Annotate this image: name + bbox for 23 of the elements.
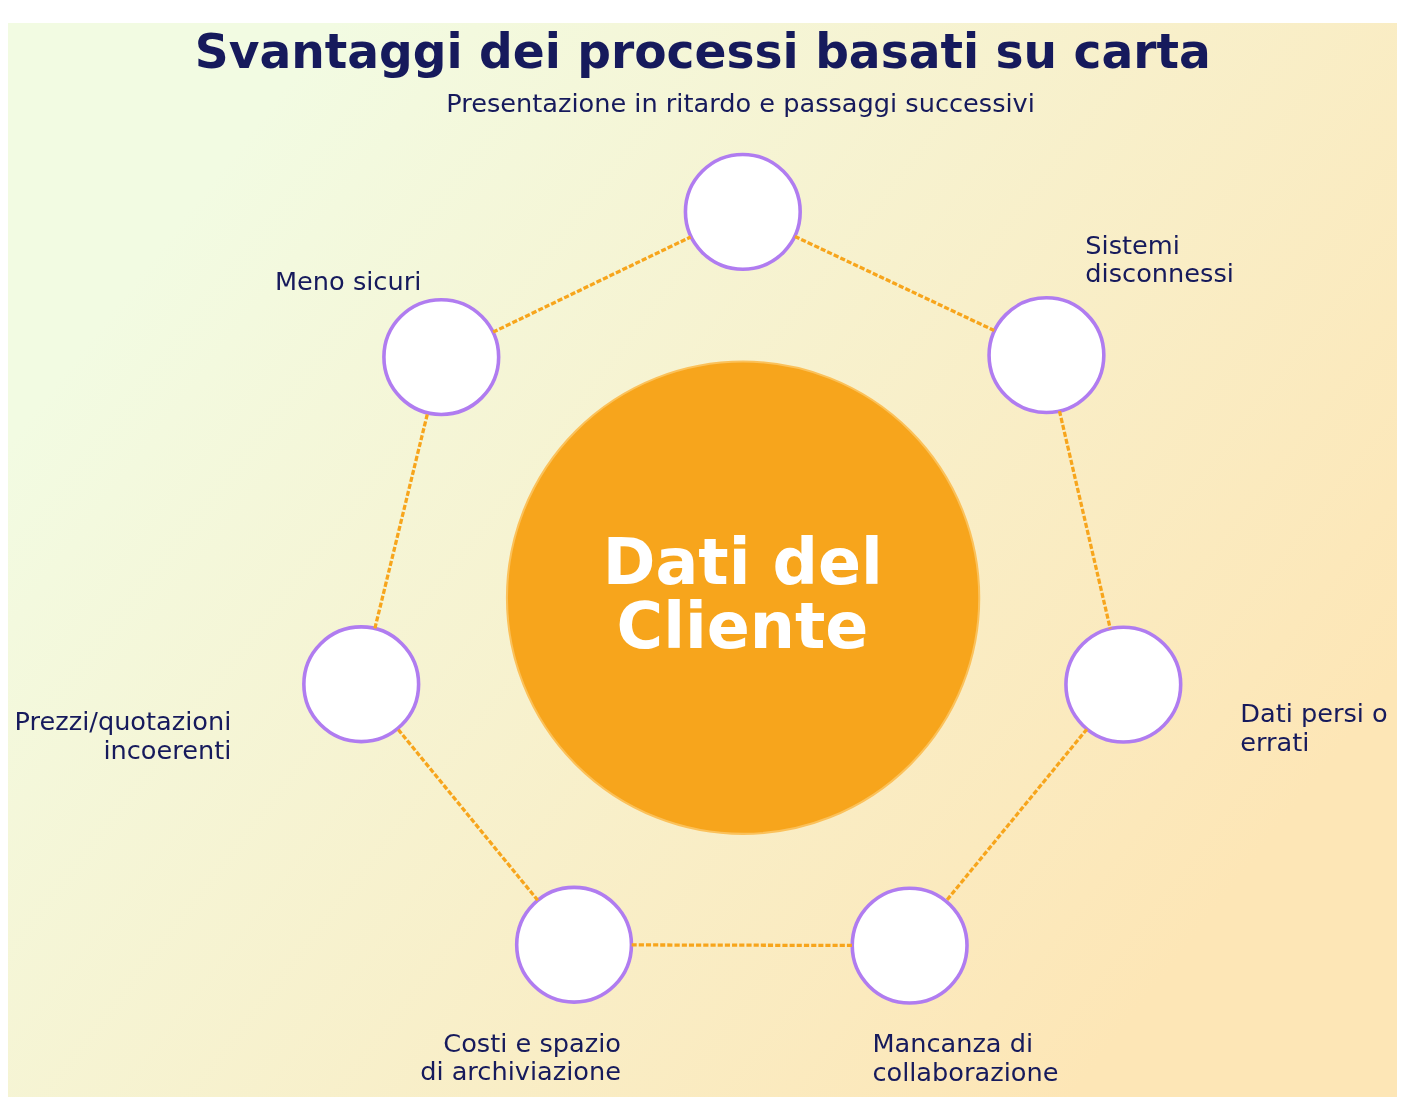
node-circle: [850, 886, 969, 1005]
node-label: Sistemi disconnessi: [1085, 229, 1234, 289]
node-circle: [1064, 625, 1183, 744]
node-label: Prezzi/quotazioni incoerenti: [14, 705, 232, 765]
node-label: Costi e spazio di archiviazione: [420, 1027, 621, 1087]
connector: [631, 943, 852, 948]
node-circle: [382, 297, 501, 417]
connector: [396, 727, 539, 902]
connector: [373, 412, 430, 629]
connector: [492, 235, 692, 334]
node-label: Meno sicuri: [275, 266, 422, 297]
connector: [945, 728, 1089, 902]
connector: [794, 235, 996, 333]
connector: [1057, 410, 1112, 630]
diagram-title: Svantaggi dei processi basati su carta: [194, 23, 1211, 79]
node-label: Dati persi o errati: [1240, 697, 1388, 757]
node-circle: [302, 625, 421, 744]
node-circle: [683, 152, 802, 272]
node-circle: [987, 296, 1106, 415]
node-label: Presentazione in ritardo e passaggi successivi: [446, 88, 1035, 119]
node-label: Mancanza di collaborazione: [872, 1027, 1059, 1087]
node-circle: Dati del Cliente: [505, 360, 981, 835]
node-circle: [514, 885, 634, 1004]
